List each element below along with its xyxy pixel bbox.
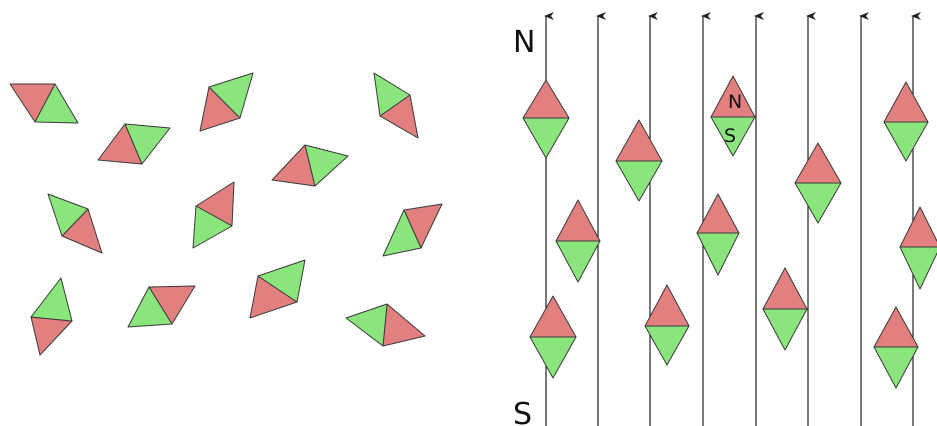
domain-south-half bbox=[615, 160, 663, 202]
domain-north-half bbox=[30, 316, 73, 356]
magnetic-domain bbox=[199, 72, 254, 132]
domain-south-half bbox=[696, 232, 740, 276]
domain-north-half bbox=[615, 119, 663, 162]
magnetic-domain bbox=[9, 83, 79, 124]
domain-north-half bbox=[899, 206, 937, 248]
domain-south-half bbox=[124, 123, 171, 165]
magnet-north-label: N bbox=[728, 91, 742, 113]
domain-south-half bbox=[899, 246, 937, 290]
domain-north-half bbox=[794, 142, 842, 184]
domain-south-half bbox=[382, 209, 422, 257]
domain-south-half bbox=[47, 193, 89, 237]
magnetic-domain bbox=[382, 203, 443, 257]
magnetic-domain bbox=[271, 144, 349, 187]
magnetic-domain bbox=[873, 306, 919, 389]
magnetic-domain bbox=[710, 75, 756, 157]
domain-south-half bbox=[555, 240, 601, 283]
aligned-magnets bbox=[522, 75, 937, 389]
domain-south-half bbox=[522, 117, 570, 159]
magnetic-domain bbox=[47, 193, 103, 254]
magnet-south-label: S bbox=[724, 125, 736, 147]
domain-south-half bbox=[345, 303, 388, 347]
magnetic-domain bbox=[373, 72, 419, 139]
domain-north-half bbox=[644, 284, 690, 327]
magnetic-domain bbox=[555, 199, 601, 283]
magnetic-domain bbox=[762, 267, 808, 351]
magnetic-domain bbox=[615, 119, 663, 202]
north-pole-label: N bbox=[513, 25, 535, 60]
magnetic-domain bbox=[192, 181, 235, 249]
magnetic-domain bbox=[345, 303, 426, 347]
domain-south-half bbox=[883, 121, 929, 162]
domain-north-half bbox=[382, 303, 426, 347]
magnetic-domain bbox=[696, 193, 740, 276]
magnetic-domain bbox=[249, 259, 306, 319]
domain-north-half bbox=[529, 295, 577, 338]
magnetic-domain bbox=[883, 81, 929, 162]
magnetic-domain bbox=[97, 123, 171, 165]
domain-north-half bbox=[883, 81, 929, 123]
domain-north-half bbox=[555, 199, 601, 242]
domain-south-half bbox=[710, 116, 756, 157]
domain-south-half bbox=[529, 336, 577, 379]
south-pole-label: S bbox=[513, 397, 532, 426]
magnetic-domain bbox=[30, 277, 73, 356]
random-domains-panel bbox=[9, 72, 443, 356]
magnetic-domain bbox=[522, 79, 570, 159]
domain-south-half bbox=[644, 325, 690, 366]
aligned-domains-panel bbox=[522, 12, 937, 426]
domain-south-half bbox=[762, 308, 808, 351]
domain-north-half bbox=[522, 79, 570, 119]
domain-south-half bbox=[208, 72, 254, 119]
domain-south-half bbox=[34, 83, 79, 124]
domain-south-half bbox=[794, 182, 842, 224]
domain-south-half bbox=[257, 259, 306, 303]
domain-north-half bbox=[873, 306, 919, 348]
domain-north-half bbox=[762, 267, 808, 310]
magnetic-domain bbox=[644, 284, 690, 366]
domain-south-half bbox=[304, 144, 349, 187]
domain-south-half bbox=[873, 346, 919, 389]
domain-south-half bbox=[373, 72, 411, 117]
magnetic-domain bbox=[127, 285, 196, 328]
domain-south-half bbox=[192, 205, 233, 249]
magnetic-domain bbox=[794, 142, 842, 224]
domain-south-half bbox=[127, 286, 173, 328]
magnetic-domain bbox=[529, 295, 577, 379]
magnetic-domain bbox=[899, 206, 937, 290]
domain-south-half bbox=[30, 277, 73, 322]
